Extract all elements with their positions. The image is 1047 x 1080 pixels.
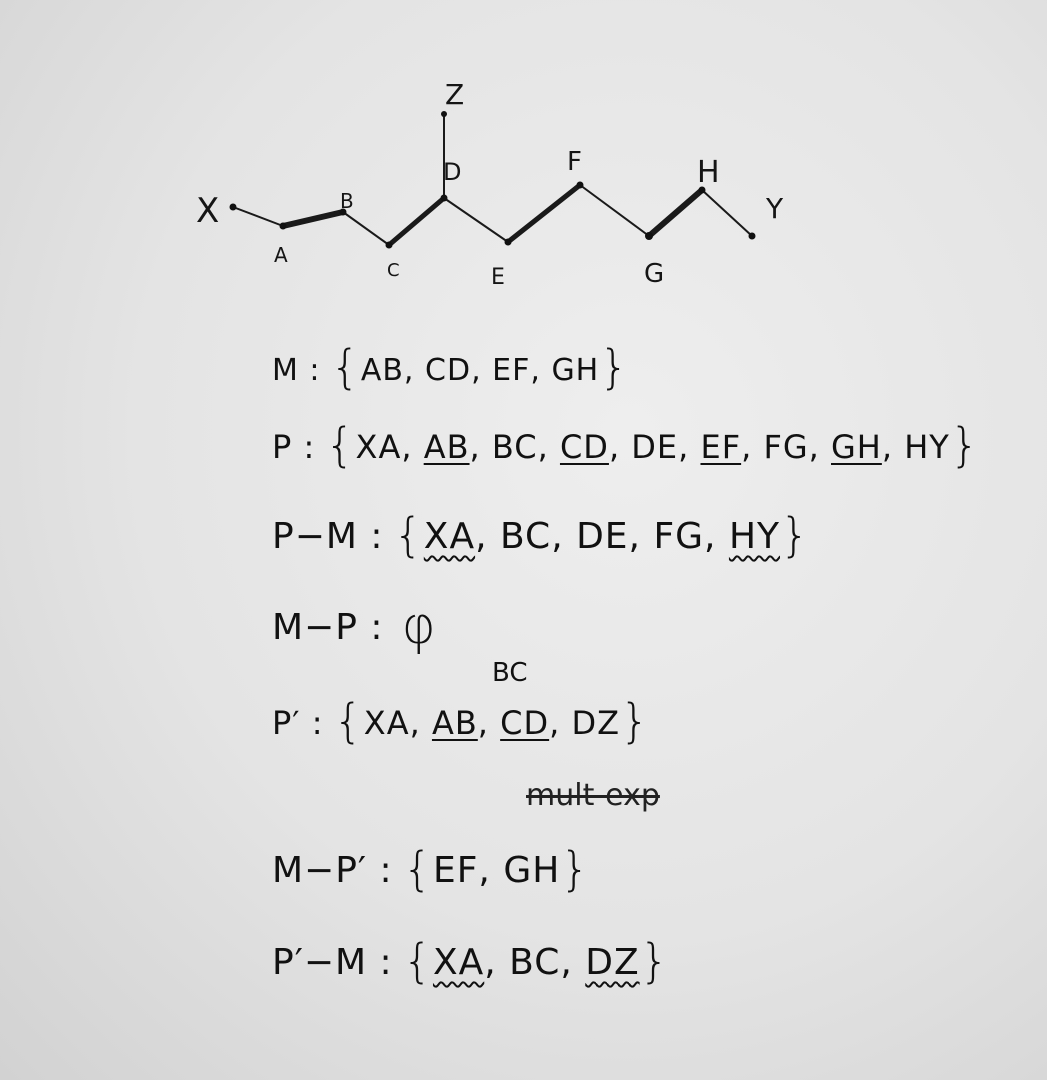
open-brace: {	[393, 508, 424, 562]
node-z	[441, 111, 447, 117]
node-x	[229, 203, 237, 211]
label-e: E	[491, 265, 505, 290]
close-brace: }	[780, 508, 811, 562]
label-a: A	[274, 243, 288, 267]
edge-ab	[280, 209, 346, 229]
insert-note: BC	[492, 658, 528, 688]
label-h: H	[697, 155, 720, 190]
item: DZ	[571, 704, 621, 742]
close-brace: }	[599, 340, 630, 394]
item: XA	[355, 428, 402, 466]
open-brace: {	[325, 418, 356, 472]
item-underlined: EF	[700, 428, 742, 466]
equation-name: P−M :	[272, 516, 384, 557]
edge-fg	[579, 184, 650, 237]
struck-out-note: mult-exp	[526, 778, 660, 813]
item: HY	[904, 428, 950, 466]
equation-p-prime-minus-m: P′−M :{XA, BC, DZ}	[272, 934, 670, 988]
label-y: Y	[765, 192, 784, 225]
edge-xa	[232, 206, 284, 227]
equation-m-minus-p: M−P : φ	[272, 596, 437, 656]
node-f	[576, 181, 584, 189]
close-brace: }	[560, 842, 591, 896]
item: DE	[576, 516, 629, 557]
equation-name: M :	[272, 353, 321, 388]
item: FG	[653, 516, 705, 557]
equation-name: P′−M :	[272, 942, 393, 983]
label-z: Z	[445, 78, 464, 111]
item-underlined: AB	[431, 704, 478, 742]
item: CD	[425, 353, 472, 388]
item: DE	[631, 428, 679, 466]
item: FG	[763, 428, 809, 466]
equation-p-minus-m: P−M :{XA, BC, DE, FG, HY}	[272, 508, 811, 562]
item-wavy: XA	[423, 516, 476, 557]
item-underlined: CD	[500, 704, 550, 742]
item: BC	[499, 516, 552, 557]
edge-ef	[505, 182, 583, 245]
equation-name: M−P :	[272, 607, 384, 648]
edge-hy	[701, 189, 753, 237]
node-e	[504, 238, 512, 246]
path-graph: X A B C D Z E F G H Y	[196, 78, 784, 290]
open-brace: {	[330, 340, 361, 394]
item: EF	[492, 353, 531, 388]
open-brace: {	[402, 842, 433, 896]
item-underlined: CD	[559, 428, 609, 466]
item: GH	[503, 850, 561, 891]
node-g	[645, 232, 653, 240]
empty-set: φ	[401, 596, 437, 656]
node-h	[698, 186, 706, 194]
item: AB	[360, 353, 404, 388]
item: BC	[509, 942, 561, 983]
edge-bc	[342, 211, 390, 246]
equation-name: P :	[272, 428, 316, 466]
close-brace: }	[620, 694, 651, 748]
label-d: D	[443, 158, 461, 186]
edge-cd	[386, 195, 447, 248]
label-f: F	[567, 147, 582, 177]
equation-m: M :{AB, CD, EF, GH}	[272, 340, 630, 394]
node-a	[279, 222, 287, 230]
item: GH	[551, 353, 600, 388]
equation-name: P′ :	[272, 704, 324, 742]
item-underlined: GH	[831, 428, 882, 466]
item: EF	[432, 850, 479, 891]
label-c: C	[387, 260, 400, 281]
edge-gh	[646, 187, 705, 239]
close-brace: }	[639, 934, 670, 988]
equation-p-prime: P′ :{XA, AB, CD, DZ}	[272, 694, 651, 748]
edge-de	[443, 197, 509, 243]
item: BC	[491, 428, 538, 466]
item-wavy: HY	[728, 516, 780, 557]
label-x: X	[196, 191, 219, 231]
label-b: B	[340, 189, 354, 213]
item-wavy: DZ	[585, 942, 640, 983]
node-y	[748, 232, 756, 240]
item-underlined: AB	[423, 428, 470, 466]
open-brace: {	[402, 934, 433, 988]
label-g: G	[644, 259, 664, 289]
open-brace: {	[333, 694, 364, 748]
equation-p: P :{XA, AB, BC, CD, DE, EF, FG, GH, HY}	[272, 418, 981, 472]
item: XA	[363, 704, 410, 742]
node-b	[339, 208, 347, 216]
node-c	[385, 241, 393, 249]
equation-name: M−P′ :	[272, 850, 393, 891]
node-d	[440, 194, 448, 202]
equation-m-minus-p-prime: M−P′ :{EF, GH}	[272, 842, 591, 896]
close-brace: }	[949, 418, 981, 472]
item-wavy: XA	[432, 942, 485, 983]
